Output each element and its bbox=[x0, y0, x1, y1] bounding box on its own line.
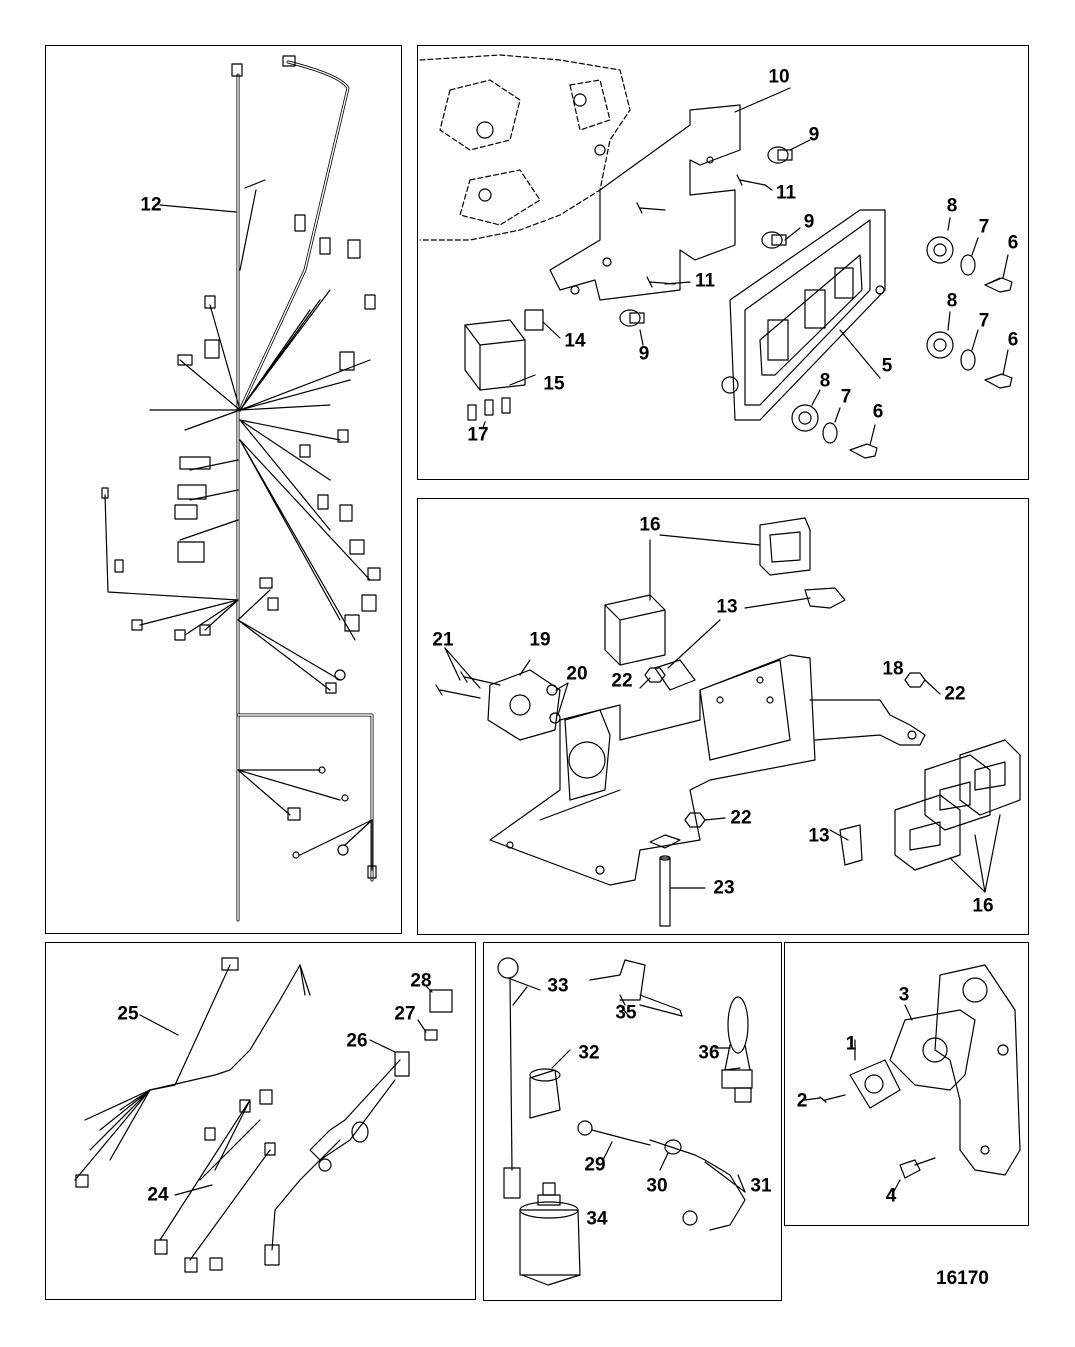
callout-9: 9 bbox=[803, 211, 815, 233]
callout-1: 1 bbox=[845, 1033, 857, 1055]
callout-24: 24 bbox=[147, 1184, 169, 1206]
callout-18: 18 bbox=[882, 658, 904, 680]
callout-8: 8 bbox=[819, 370, 831, 392]
callout-30: 30 bbox=[646, 1175, 668, 1197]
callout-14: 14 bbox=[564, 330, 586, 352]
mounting-bracket-drawing bbox=[804, 964, 1021, 1196]
callout-22: 22 bbox=[611, 670, 633, 692]
callout-25: 25 bbox=[117, 1003, 139, 1025]
callout-21: 21 bbox=[432, 629, 454, 651]
callout-13: 13 bbox=[716, 596, 738, 618]
relay-bracket-drawing bbox=[435, 517, 1021, 927]
ecm-drawing bbox=[419, 54, 1013, 459]
panel-sub-harnesses bbox=[45, 942, 476, 1300]
callout-20: 20 bbox=[566, 663, 588, 685]
callout-27: 27 bbox=[394, 1003, 416, 1025]
callout-3: 3 bbox=[898, 984, 910, 1006]
callout-7: 7 bbox=[978, 216, 990, 238]
callout-11: 11 bbox=[694, 270, 716, 292]
callout-6: 6 bbox=[872, 401, 884, 423]
callout-29: 29 bbox=[584, 1154, 606, 1176]
callout-8: 8 bbox=[946, 195, 958, 217]
callout-6: 6 bbox=[1007, 329, 1019, 351]
panel-main-harness bbox=[45, 45, 402, 934]
callout-17: 17 bbox=[467, 424, 489, 446]
callout-22: 22 bbox=[944, 683, 966, 705]
callout-13: 13 bbox=[808, 825, 830, 847]
callout-7: 7 bbox=[840, 386, 852, 408]
sub-harness-drawing bbox=[74, 957, 453, 1273]
callout-22: 22 bbox=[730, 807, 752, 829]
callout-5: 5 bbox=[881, 355, 893, 377]
callout-31: 31 bbox=[750, 1175, 772, 1197]
callout-15: 15 bbox=[543, 373, 565, 395]
callout-23: 23 bbox=[713, 877, 735, 899]
callout-10: 10 bbox=[768, 66, 790, 88]
panel-relay-bracket bbox=[417, 498, 1029, 935]
figure-number: 16170 bbox=[936, 1268, 989, 1289]
callout-28: 28 bbox=[410, 970, 432, 992]
main-harness-drawing bbox=[101, 55, 381, 922]
callout-7: 7 bbox=[978, 310, 990, 332]
callout-16: 16 bbox=[639, 514, 661, 536]
panel-mounting-bracket bbox=[784, 942, 1029, 1226]
callout-34: 34 bbox=[586, 1208, 608, 1230]
callout-8: 8 bbox=[946, 290, 958, 312]
callout-6: 6 bbox=[1007, 232, 1019, 254]
panel-ecm-assembly bbox=[417, 45, 1029, 480]
callout-33: 33 bbox=[547, 975, 569, 997]
callout-36: 36 bbox=[698, 1042, 720, 1064]
callout-4: 4 bbox=[885, 1185, 897, 1207]
callout-16: 16 bbox=[972, 895, 994, 917]
callout-9: 9 bbox=[808, 124, 820, 146]
callout-35: 35 bbox=[615, 1002, 637, 1024]
callout-26: 26 bbox=[346, 1030, 368, 1052]
callout-32: 32 bbox=[578, 1042, 600, 1064]
callout-19: 19 bbox=[529, 629, 551, 651]
callout-11: 11 bbox=[775, 182, 797, 204]
callout-9: 9 bbox=[638, 343, 650, 365]
callout-12: 12 bbox=[140, 194, 162, 216]
callout-2: 2 bbox=[796, 1090, 808, 1112]
sensors-drawing bbox=[497, 957, 753, 1286]
